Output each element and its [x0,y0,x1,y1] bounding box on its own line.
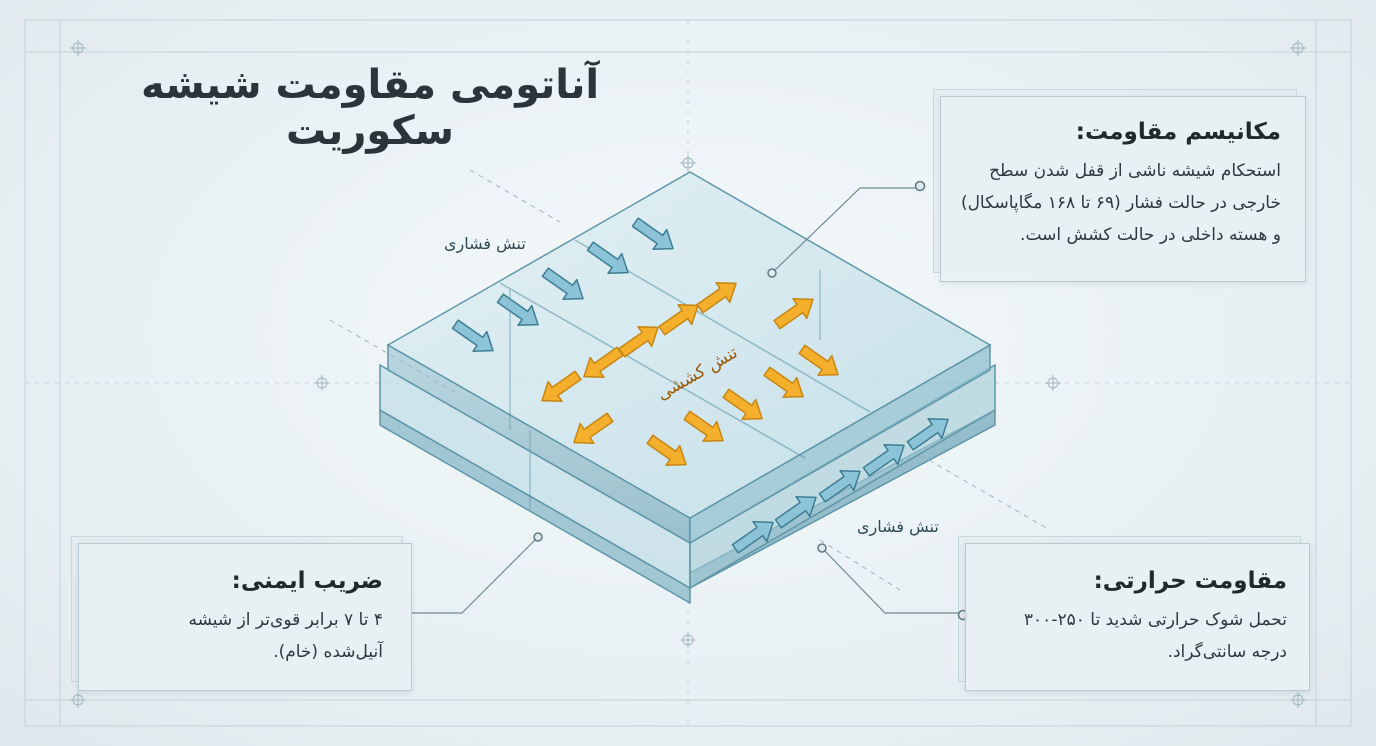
thermal-card: مقاومت حرارتی: تحمل شوک حرارتی شدید تا ۲… [958,536,1310,691]
tension-arrow [618,325,659,358]
compression-arrow [818,469,861,503]
thermal-heading: مقاومت حرارتی: [1093,568,1287,594]
tension-arrow [722,388,763,421]
mechanism-line: استحکام شیشه ناشی از قفل شدن سطح [989,161,1281,181]
compressive-label-bottom: تنش فشاری [857,517,939,536]
compression-arrow [496,293,539,327]
mechanism-card: مکانیسم مقاومت: استحکام شیشه ناشی از قفل… [933,89,1306,282]
compression-arrow [586,241,629,275]
leader-lines [412,187,963,614]
safety-line: ۴ تا ۷ برابر قوی‌تر از شیشه [188,610,383,630]
compression-arrow [731,520,774,554]
tension-arrow [573,412,614,445]
compression-arrows-top [451,217,674,353]
tension-arrow [658,303,699,336]
compression-arrow [862,443,905,477]
compression-arrow [631,217,674,251]
mechanism-heading: مکانیسم مقاومت: [1075,119,1281,145]
guide-lines [329,169,1051,591]
tension-arrows [541,281,839,467]
mechanism-line: و هسته داخلی در حالت کشش است. [1020,225,1281,245]
compression-arrow [906,417,949,451]
crosshair-marks [70,40,1306,708]
tension-arrow [763,366,804,399]
tension-arrow [541,370,582,403]
thermal-line: تحمل شوک حرارتی شدید تا ۲۵۰-۳۰۰ [1023,610,1287,630]
compression-arrow [774,495,817,529]
thermal-line: درجه سانتی‌گراد. [1167,642,1287,662]
tempered-glass-slab [379,171,996,605]
page-title: آناتومی مقاومت شیشه سکوریت [140,62,600,154]
safety-heading: ضریب ایمنی: [231,568,383,594]
tension-arrow [646,434,687,467]
tension-arrow [683,410,724,443]
mechanism-line: خارجی در حالت فشار (۶۹ تا ۱۶۸ مگاپاسکال) [960,193,1281,213]
compressive-label-top: تنش فشاری [444,234,526,253]
compression-arrow [451,319,494,353]
tension-arrow [583,346,624,379]
compression-arrow [541,267,584,301]
tension-arrow [773,297,814,330]
safety-card: ضریب ایمنی: ۴ تا ۷ برابر قوی‌تر از شیشه … [71,536,412,691]
safety-line: آنیل‌شده (خام). [273,642,383,662]
tension-arrow [798,344,839,377]
compression-arrows-bottom [731,417,949,554]
tension-arrow [696,281,737,314]
